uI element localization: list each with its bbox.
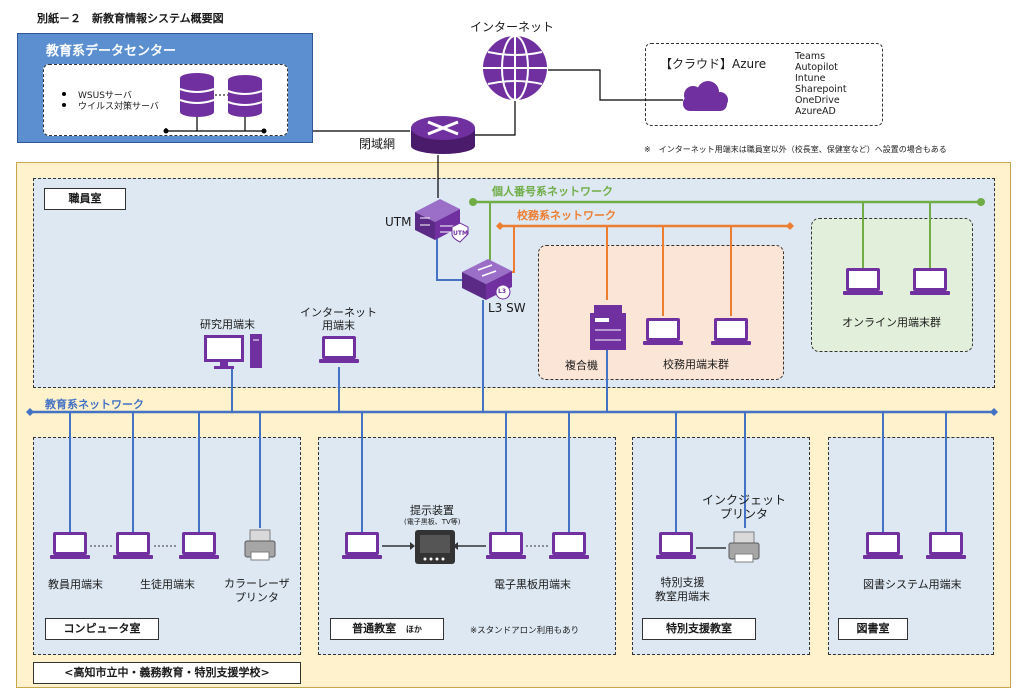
cloud-box bbox=[645, 43, 883, 126]
internet-note: ※ インターネット用端末は職員室以外（校長室、保健室など）へ設置の場合もある bbox=[644, 145, 947, 154]
multifunction-printer-icon bbox=[590, 305, 626, 350]
laptop-icon bbox=[863, 532, 903, 559]
cloud-service: OneDrive bbox=[795, 95, 840, 106]
laptop-icon bbox=[113, 532, 153, 559]
normal-room-title: 普通教室 bbox=[352, 622, 397, 635]
switch-icon bbox=[462, 259, 512, 300]
internet-label: インターネット bbox=[470, 20, 555, 34]
display-device-sub: (電子黒板、TV等) bbox=[404, 518, 461, 526]
library-label: 図書室 bbox=[838, 618, 908, 640]
globe-icon bbox=[483, 35, 547, 101]
teacher-terminal-label: 教員用端末 bbox=[48, 578, 103, 591]
laptop-icon bbox=[843, 268, 883, 295]
server-icon bbox=[227, 75, 263, 117]
page-title: 別紙－２ 新教育情報システム概要図 bbox=[37, 12, 224, 25]
internet-terminal-label: インターネット 用端末 bbox=[300, 306, 377, 332]
staff-room-label: 職員室 bbox=[44, 188, 126, 210]
blackboard-terminal-label: 電子黒板用端末 bbox=[494, 578, 571, 591]
cloud-service: Intune bbox=[795, 73, 826, 84]
research-terminal-label: 研究用端末 bbox=[200, 318, 255, 331]
cloud-services: Teams Autopilot Intune Sharepoint OneDri… bbox=[795, 51, 847, 117]
laptop-icon bbox=[179, 532, 219, 559]
utm-badge: UTM bbox=[453, 230, 468, 237]
laptop-icon bbox=[50, 532, 90, 559]
laptop-icon bbox=[656, 532, 696, 559]
computer-room-label: コンピュータ室 bbox=[45, 618, 159, 640]
school-terminals-label: 校務用端末群 bbox=[663, 358, 729, 371]
edu-network-label: 教育系ネットワーク bbox=[45, 398, 144, 411]
inkjet-printer-label: インクジェット プリンタ bbox=[702, 493, 787, 521]
cloud-service: Teams bbox=[795, 51, 826, 62]
l3-badge: L3 bbox=[498, 288, 506, 295]
student-terminal-label: 生徒用端末 bbox=[140, 578, 195, 591]
laptop-icon bbox=[926, 532, 966, 559]
printer-icon bbox=[244, 529, 276, 561]
school-terminal-area bbox=[538, 245, 784, 380]
laptop-icon bbox=[643, 318, 683, 345]
display-device-label: 提示装置 bbox=[410, 504, 454, 517]
router-icon bbox=[411, 116, 475, 154]
library-terminal-label: 図書システム用端末 bbox=[863, 578, 962, 591]
special-terminal-label: 特別支援 教室用端末 bbox=[655, 576, 710, 603]
l3sw-label: L3 SW bbox=[488, 301, 526, 315]
cloud-service: Autopilot bbox=[795, 62, 838, 73]
datacenter-title: 教育系データセンター bbox=[46, 44, 177, 59]
school-network-label: 校務系ネットワーク bbox=[517, 209, 616, 222]
utm-label: UTM bbox=[385, 215, 412, 229]
display-device-icon bbox=[415, 530, 455, 564]
cloud-title: 【クラウド】Azure bbox=[660, 57, 767, 71]
cloud-icon bbox=[683, 81, 728, 111]
cloud-service: Sharepoint bbox=[795, 84, 847, 95]
laptop-icon bbox=[319, 336, 359, 363]
special-room-label: 特別支援教室 bbox=[642, 618, 756, 640]
standalone-note: ※スタンドアロン利用もあり bbox=[470, 626, 580, 636]
laptop-icon bbox=[486, 532, 526, 559]
school-footer-label: <高知市立中・義務教育・特別支援学校> bbox=[33, 662, 301, 684]
online-terminals-label: オンライン用端末群 bbox=[842, 316, 941, 329]
laptop-icon bbox=[910, 268, 950, 295]
mfp-label: 複合機 bbox=[565, 359, 598, 372]
server-icon bbox=[179, 73, 215, 117]
datacenter-item: WSUSサーバ bbox=[78, 91, 132, 101]
closed-network-label: 閉域網 bbox=[359, 137, 396, 151]
laptop-icon bbox=[549, 532, 589, 559]
datacenter-item: ウイルス対策サーバ bbox=[78, 102, 159, 112]
firewall-icon bbox=[415, 199, 469, 243]
printer-icon bbox=[728, 531, 760, 563]
normal-room-suffix: ほか bbox=[405, 625, 422, 634]
laptop-icon bbox=[342, 532, 382, 559]
personal-network-label: 個人番号系ネットワーク bbox=[492, 185, 613, 198]
color-printer-label: カラーレーザ プリンタ bbox=[224, 577, 290, 604]
laptop-icon bbox=[711, 318, 751, 345]
normal-room-label: 普通教室 ほか bbox=[330, 618, 444, 640]
cloud-service: AzureAD bbox=[795, 106, 836, 117]
desktop-icon bbox=[204, 334, 262, 369]
